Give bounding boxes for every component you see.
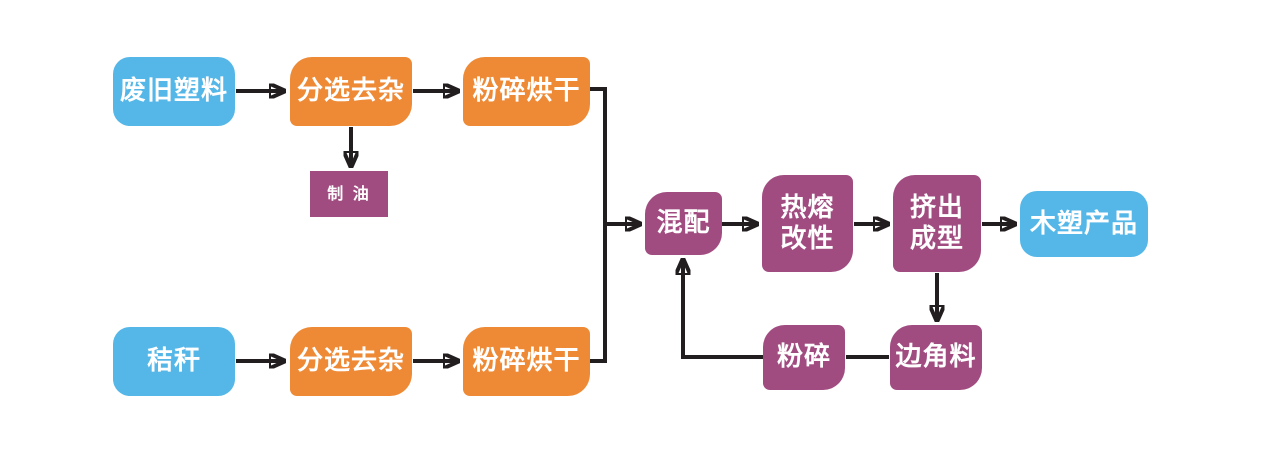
node-extrusion-molding: 挤出 成型 <box>893 175 981 272</box>
node-sorting-bottom: 分选去杂 <box>290 327 412 396</box>
edge-crushing-to-mixing <box>683 260 763 359</box>
node-scraps: 边角料 <box>890 325 982 390</box>
node-crush-dry-top: 粉碎烘干 <box>463 57 590 126</box>
node-wood-plastic-product: 木塑产品 <box>1020 191 1148 257</box>
node-straw: 秸秆 <box>113 327 235 396</box>
node-crushing: 粉碎 <box>763 325 845 390</box>
node-sorting-top: 分选去杂 <box>290 57 412 126</box>
node-crush-dry-bottom: 粉碎烘干 <box>463 327 590 396</box>
node-hot-melt-modification: 热熔 改性 <box>762 175 853 272</box>
node-oil-making: 制 油 <box>310 171 388 217</box>
node-waste-plastic: 废旧塑料 <box>113 57 235 126</box>
node-mixing: 混配 <box>645 192 722 255</box>
edge-merge-rail <box>589 87 607 363</box>
